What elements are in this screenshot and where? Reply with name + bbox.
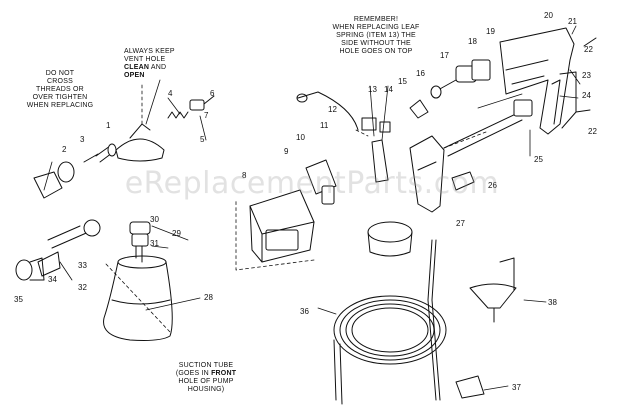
screw-part: [575, 37, 597, 113]
coupling-part: [430, 59, 491, 99]
callout-8: 8: [242, 171, 247, 180]
front-housing-part: [409, 135, 445, 213]
note-threads-line: WHEN REPLACING: [26, 102, 94, 109]
callout-29: 29: [172, 229, 181, 238]
callout-27: 27: [456, 219, 465, 228]
note-suction-tube: SUCTION TUBE (GOES IN FRONT HOLE OF PUMP…: [170, 362, 242, 394]
note-leaf-line: HOLE GOES ON TOP: [339, 48, 413, 55]
gun-handle-part: [499, 27, 575, 135]
callout-30: 30: [150, 215, 159, 224]
note-threads-line: CROSS: [47, 78, 73, 85]
suction-tube-assembly-part: [37, 219, 101, 277]
callout-17: 17: [440, 51, 449, 60]
callout-1: 1: [106, 121, 111, 130]
note-threads: DO NOT CROSS THREADS OR OVER TIGHTEN WHE…: [20, 70, 100, 110]
callout-22a: 22: [584, 45, 593, 54]
note-suction-goes-in: (GOES IN: [175, 370, 212, 377]
note-suction-line: HOLE OF PUMP: [178, 378, 234, 385]
note-leaf-line: SPRING (ITEM 13) THE: [336, 32, 416, 39]
note-threads-line: OVER TIGHTEN: [32, 94, 88, 101]
armature-part: [361, 117, 391, 133]
callout-38: 38: [548, 298, 557, 307]
note-vent-line: CLEAN AND: [124, 64, 204, 72]
note-vent-open: OPEN: [124, 72, 145, 79]
callout-labels: 1 2 3 4 5 6 7 8 9 10 11 12 13 14 15 16 1…: [14, 11, 597, 392]
callout-23: 23: [582, 71, 591, 80]
callout-22b: 22: [588, 127, 597, 136]
callout-4: 4: [168, 89, 173, 98]
hose-part: [333, 239, 447, 405]
callout-5: 5: [200, 135, 205, 144]
leaf-spring-part: [371, 139, 389, 183]
callout-19: 19: [486, 27, 495, 36]
callout-36: 36: [300, 307, 309, 316]
callout-6: 6: [210, 89, 215, 98]
nozzle-part: [95, 143, 117, 163]
callout-31: 31: [150, 239, 159, 248]
note-leaf-spring: REMEMBER! WHEN REPLACING LEAF SPRING (IT…: [322, 16, 430, 56]
filter-part: [367, 221, 413, 257]
nozzle-cap-part: [33, 153, 99, 199]
note-suction-line: HOUSING): [187, 386, 225, 393]
note-suction-line: SUCTION TUBE: [178, 362, 234, 369]
callout-18: 18: [468, 37, 477, 46]
note-threads-line: THREADS OR: [36, 86, 84, 93]
spring-part: [167, 95, 215, 119]
note-suction-line: (GOES IN FRONT: [170, 370, 242, 378]
callout-28: 28: [204, 293, 213, 302]
callout-21: 21: [568, 17, 577, 26]
trigger-part: [559, 71, 577, 129]
callout-35: 35: [14, 295, 23, 304]
note-vent-line: ALWAYS KEEP: [124, 48, 175, 55]
callout-26: 26: [488, 181, 497, 190]
note-leaf-line: REMEMBER!: [353, 16, 399, 23]
fluid-container-part: [103, 255, 173, 341]
plunger-part: [409, 99, 429, 119]
clip-part: [451, 171, 475, 191]
callout-34: 34: [48, 275, 57, 284]
note-vent-hole: ALWAYS KEEP VENT HOLE CLEAN AND OPEN: [124, 48, 204, 80]
callout-37: 37: [512, 383, 521, 392]
suction-tube-part: [129, 221, 151, 263]
callout-13: 13: [368, 85, 377, 94]
note-leaf-line: WHEN REPLACING LEAF: [332, 24, 420, 31]
callout-14: 14: [384, 85, 393, 94]
clamp-part: [455, 375, 485, 399]
callout-3: 3: [80, 135, 85, 144]
spray-tip-part: [15, 257, 45, 281]
callout-2: 2: [62, 145, 67, 154]
pump-lid-part: [115, 123, 165, 162]
valve-part: [305, 159, 337, 205]
note-suction-front: FRONT: [211, 370, 237, 377]
watermark: eReplacementParts.com: [124, 166, 500, 201]
note-leaf-line: SIDE WITHOUT THE: [341, 40, 411, 47]
piston-part: [443, 99, 533, 157]
callout-25: 25: [534, 155, 543, 164]
callout-10: 10: [296, 133, 305, 142]
pump-housing-part: [249, 189, 315, 263]
callout-11: 11: [320, 121, 329, 130]
note-threads-line: DO NOT: [45, 70, 75, 77]
callout-24: 24: [582, 91, 591, 100]
callout-12: 12: [328, 105, 337, 114]
note-vent-and: AND: [150, 64, 167, 71]
note-vent-line: VENT HOLE: [124, 56, 166, 63]
callout-32: 32: [78, 283, 87, 292]
callout-16: 16: [416, 69, 425, 78]
wire-lead-part: [296, 91, 359, 131]
funnel-part: [469, 257, 517, 323]
callout-9: 9: [284, 147, 289, 156]
callout-15: 15: [398, 77, 407, 86]
callout-20: 20: [544, 11, 553, 20]
callout-33: 33: [78, 261, 87, 270]
note-vent-clean: CLEAN: [124, 64, 150, 71]
callout-7: 7: [204, 111, 209, 120]
